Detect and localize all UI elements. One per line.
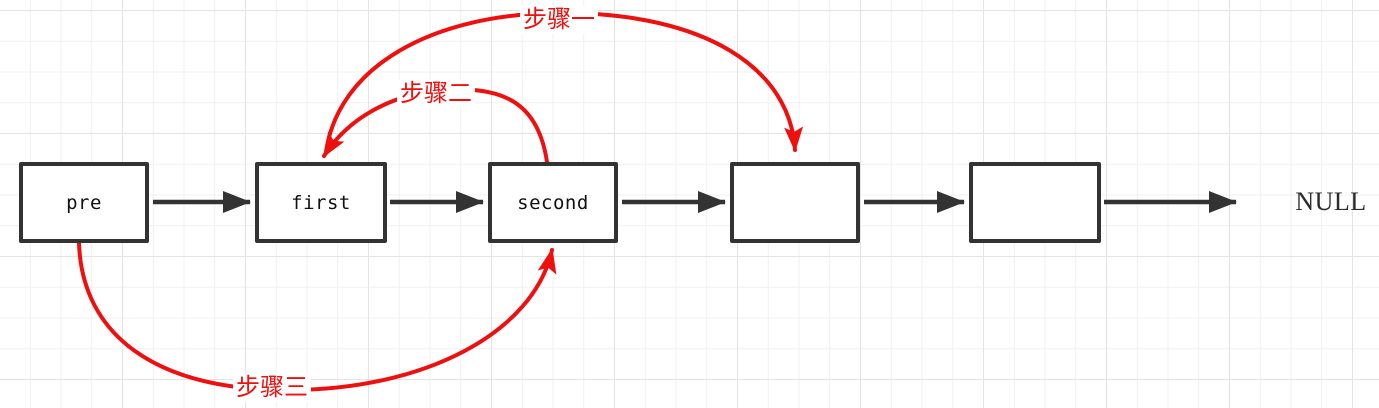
node-box-second: second (488, 162, 618, 243)
step1-label: 步骤一 (520, 5, 598, 35)
node-label-first: first (291, 191, 351, 214)
node-box-5 (969, 162, 1101, 243)
node-box-pre: pre (19, 162, 149, 243)
step3-curve-arrow (77, 241, 557, 393)
node-label-second: second (517, 191, 589, 214)
node-box-4 (730, 162, 860, 243)
null-terminator-label: NULL (1295, 187, 1367, 216)
node-label-pre: pre (66, 191, 102, 214)
step3-label: 步骤三 (233, 373, 311, 403)
node-box-first: first (255, 162, 387, 243)
step2-label: 步骤二 (397, 79, 475, 109)
